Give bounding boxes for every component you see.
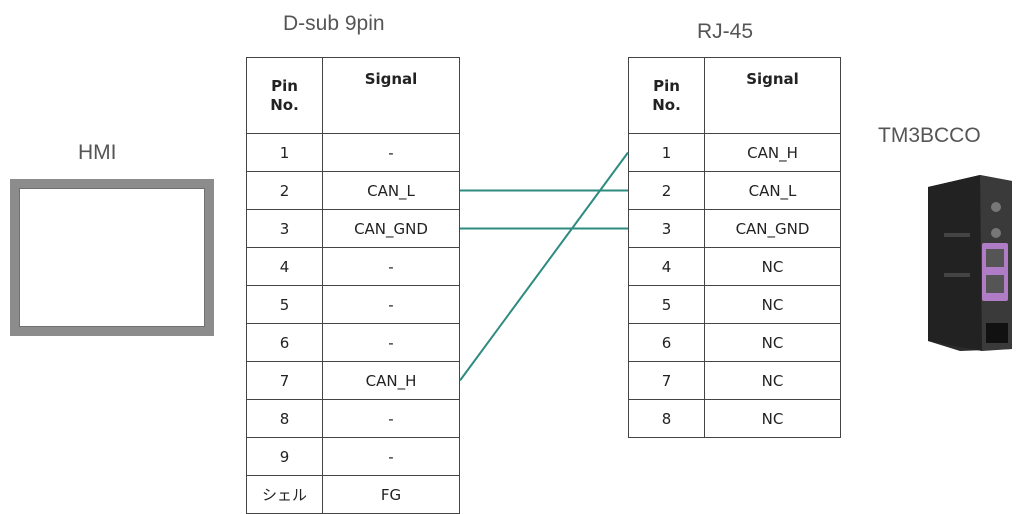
rj45-title: RJ-45 <box>697 20 754 43</box>
tm3bcco-module-icon <box>928 175 1012 351</box>
rj45-signal-cell: CAN_L <box>704 171 841 210</box>
dsub-signal-cell: - <box>322 247 460 286</box>
rj45-header-signal: Signal <box>704 57 841 134</box>
rj45-signal-cell: NC <box>704 361 841 400</box>
dsub-pin-cell: 6 <box>246 323 323 362</box>
dsub-pin-cell: 7 <box>246 361 323 400</box>
dsub-pin-cell: シェル <box>246 475 323 514</box>
dsub-row: 4- <box>246 247 460 286</box>
rj45-signal-cell: NC <box>704 323 841 362</box>
rj45-pin-cell: 5 <box>628 285 705 324</box>
dsub-signal-cell: CAN_GND <box>322 209 460 248</box>
rj45-header-pin: Pin No. <box>628 57 705 134</box>
hmi-label: HMI <box>78 141 117 164</box>
rj45-signal-cell: CAN_H <box>704 133 841 172</box>
dsub-title: D-sub 9pin <box>283 12 385 35</box>
dsub-row: 5- <box>246 285 460 324</box>
rj45-pin-cell: 8 <box>628 399 705 438</box>
rj45-pin-cell: 1 <box>628 133 705 172</box>
dsub-signal-cell: CAN_L <box>322 171 460 210</box>
dsub-pin-cell: 8 <box>246 399 323 438</box>
rj45-signal-cell: NC <box>704 399 841 438</box>
dsub-header-row: Pin No. Signal <box>246 57 460 134</box>
rj45-signal-cell: CAN_GND <box>704 209 841 248</box>
dsub-pin-cell: 2 <box>246 171 323 210</box>
rj45-signal-cell: NC <box>704 247 841 286</box>
dsub-row: 6- <box>246 323 460 362</box>
rj45-signal-cell: NC <box>704 285 841 324</box>
hmi-screen-icon <box>10 179 214 336</box>
dsub-pin-cell: 1 <box>246 133 323 172</box>
dsub-signal-cell: CAN_H <box>322 361 460 400</box>
dsub-signal-cell: - <box>322 285 460 324</box>
rj45-pin-cell: 2 <box>628 171 705 210</box>
dsub-pin-cell: 4 <box>246 247 323 286</box>
module-label: TM3BCCO <box>878 124 981 147</box>
rj45-pin-cell: 7 <box>628 361 705 400</box>
dsub-signal-cell: - <box>322 437 460 476</box>
rj45-pin-cell: 6 <box>628 323 705 362</box>
rj45-pin-cell: 3 <box>628 209 705 248</box>
dsub-signal-cell: - <box>322 133 460 172</box>
rj45-pin-cell: 4 <box>628 247 705 286</box>
dsub-signal-cell: - <box>322 323 460 362</box>
rj45-header-row: Pin No. Signal <box>628 57 841 134</box>
dsub-header-signal: Signal <box>322 57 460 134</box>
dsub-pin-cell: 5 <box>246 285 323 324</box>
dsub-pin-cell: 3 <box>246 209 323 248</box>
dsub-pin-cell: 9 <box>246 437 323 476</box>
wire-7-to-1 <box>459 151 629 382</box>
dsub-row: 8- <box>246 399 460 438</box>
dsub-row: 9- <box>246 437 460 476</box>
dsub-row: 1- <box>246 133 460 172</box>
dsub-signal-cell: FG <box>322 475 460 514</box>
dsub-header-pin: Pin No. <box>246 57 323 134</box>
dsub-signal-cell: - <box>322 399 460 438</box>
